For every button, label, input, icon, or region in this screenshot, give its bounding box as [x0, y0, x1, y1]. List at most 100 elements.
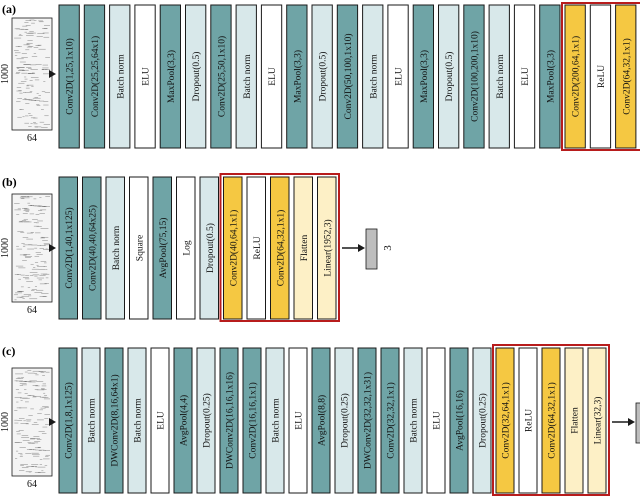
layer-box: ELU — [260, 4, 283, 149]
layer-box: Conv2D(64,32,1x1) — [270, 176, 290, 320]
layer-label: Conv2D(64,32,1x1) — [547, 382, 558, 459]
layer-label: Conv2D(16,16,1x1) — [248, 382, 259, 459]
layer-label: Batch norm — [410, 398, 420, 443]
layer-label: Batch norm — [112, 225, 122, 270]
input-height-label: 1000 — [0, 238, 11, 258]
layer-box: Conv2D(32,64,1x1) — [495, 347, 515, 494]
layer-box: Log — [176, 176, 196, 320]
layer-box: ReLU — [589, 4, 612, 149]
layer-label: AvgPool(75,15) — [158, 218, 169, 279]
layer-label: Log — [182, 240, 192, 256]
layer-box: Conv2D(32,32,1x1) — [380, 347, 400, 494]
layer-box: Conv2D(25,25,64x1) — [83, 4, 106, 149]
classifier-head-border — [219, 173, 340, 322]
layer-label: Square — [135, 235, 145, 261]
layer-box: Conv2D(100,200,1x10) — [463, 4, 485, 149]
layer-label: Dropout(0.5) — [191, 52, 202, 102]
layer-label: Flatten — [571, 407, 581, 434]
layer-label: Conv2D(1,8,1x125) — [64, 382, 75, 459]
layer-label: MaxPool(3,3) — [419, 50, 430, 103]
layer-box: Flatten — [293, 176, 313, 320]
layer-box: DWConv2D(8,16,64x1) — [104, 347, 124, 494]
layer-box: Linear(32,3) — [587, 347, 607, 494]
layer-label: DWConv2D(8,16,64x1) — [110, 374, 121, 466]
layer-box: Flatten — [564, 347, 584, 494]
layer-label: Conv2D(64,32,1x1) — [275, 210, 286, 287]
layer-label: Batch norm — [88, 398, 98, 443]
layer-label: ELU — [433, 411, 443, 430]
layer-box: ELU — [426, 347, 446, 494]
layer-box: Conv2D(64,32,1x1) — [615, 4, 637, 149]
layer-label: ELU — [268, 67, 278, 86]
layer-box: Conv2D(25,50,1x10) — [210, 4, 232, 149]
layer-label: Batch norm — [116, 54, 126, 99]
panel-label: (b) — [2, 175, 17, 189]
layer-label: Dropout(0.25) — [202, 393, 213, 448]
layer-label: Dropout(0.5) — [318, 52, 329, 102]
layer-label: Conv2D(50,100,1x10) — [343, 33, 354, 119]
layer-box: DWConv2D(16,16,1x16) — [219, 347, 239, 494]
layer-box: Conv2D(200,64,1x1) — [564, 4, 586, 149]
layer-label: Conv2D(1,25,1x10) — [65, 38, 76, 115]
output-label: 3 — [382, 245, 394, 251]
layer-box: ELU — [387, 4, 409, 149]
layer-label: ELU — [142, 67, 152, 86]
layer-box: Conv2D(64,32,1x1) — [541, 347, 561, 494]
layer-box: Conv2D(40,64,1x1) — [223, 176, 243, 320]
layer-label: AvgPool(4,4) — [179, 395, 190, 446]
layer-label: DWConv2D(32,32,1x31) — [363, 372, 374, 469]
layer-box: Dropout(0.25) — [472, 347, 492, 494]
layer-box: AvgPool(75,15) — [152, 176, 172, 320]
layer-label: Linear(32,3) — [593, 397, 604, 445]
layer-box: Batch norm — [362, 4, 384, 149]
layer-label: Batch norm — [369, 54, 379, 99]
layer-label: ELU — [521, 67, 531, 86]
layer-label: ELU — [295, 411, 305, 430]
input-width-label: 64 — [27, 133, 37, 144]
layer-box: Dropout(0.5) — [185, 4, 207, 149]
layer-label: Batch norm — [496, 54, 506, 99]
output-box: 3 — [635, 402, 640, 444]
layer-label: Batch norm — [243, 54, 253, 99]
layer-box: MaxPool(3,3) — [539, 4, 561, 149]
layer-box: Batch norm — [81, 347, 101, 494]
layer-box: Conv2D(50,100,1x10) — [336, 4, 359, 149]
layer-label: ReLU — [525, 409, 535, 432]
panel-b: (b)100064Conv2D(1,40,1x125)Conv2D(40,40,… — [0, 173, 394, 322]
layer-box: Batch norm — [488, 4, 510, 149]
layer-label: Conv2D(32,64,1x1) — [501, 382, 512, 459]
layer-label: AvgPool(8,8) — [317, 395, 328, 446]
panel-label: (c) — [2, 344, 15, 358]
layer-box: Dropout(0.5) — [438, 4, 460, 149]
layer-label: MaxPool(3,3) — [292, 50, 303, 103]
layer-label: Batch norm — [272, 398, 282, 443]
layer-box: AvgPool(16,16) — [449, 347, 469, 494]
output-box: 3 — [365, 228, 394, 270]
layer-box: Conv2D(16,16,1x1) — [242, 347, 262, 494]
panel-a: (a)100064Conv2D(1,25,1x10)Conv2D(25,25,6… — [0, 2, 640, 151]
layer-label: ReLU — [597, 65, 607, 88]
layer-box: Conv2D(1,8,1x125) — [58, 347, 78, 494]
layer-box: Batch norm — [105, 176, 125, 320]
layer-box: Dropout(0.25) — [334, 347, 354, 494]
layer-label: Dropout(0.25) — [340, 393, 351, 448]
layer-label: Conv2D(200,64,1x1) — [571, 36, 582, 117]
layer-label: Conv2D(40,40,64x25) — [87, 205, 98, 291]
layer-box: Dropout(0.5) — [311, 4, 333, 149]
panel-label: (a) — [2, 2, 16, 16]
layer-box: ELU — [513, 4, 536, 149]
classifier-head-border — [561, 2, 640, 151]
layer-box: ELU — [288, 347, 308, 494]
layer-box: ReLU — [518, 347, 538, 494]
layer-label: Conv2D(25,50,1x10) — [216, 36, 227, 117]
classifier-head-border — [492, 344, 610, 496]
layer-label: ELU — [157, 411, 167, 430]
layer-label: MaxPool(3,3) — [545, 50, 556, 103]
layer-box: Linear(1952,3) — [317, 176, 337, 320]
layer-box: Batch norm — [235, 4, 257, 149]
layer-box: Dropout(0.5) — [199, 176, 219, 320]
